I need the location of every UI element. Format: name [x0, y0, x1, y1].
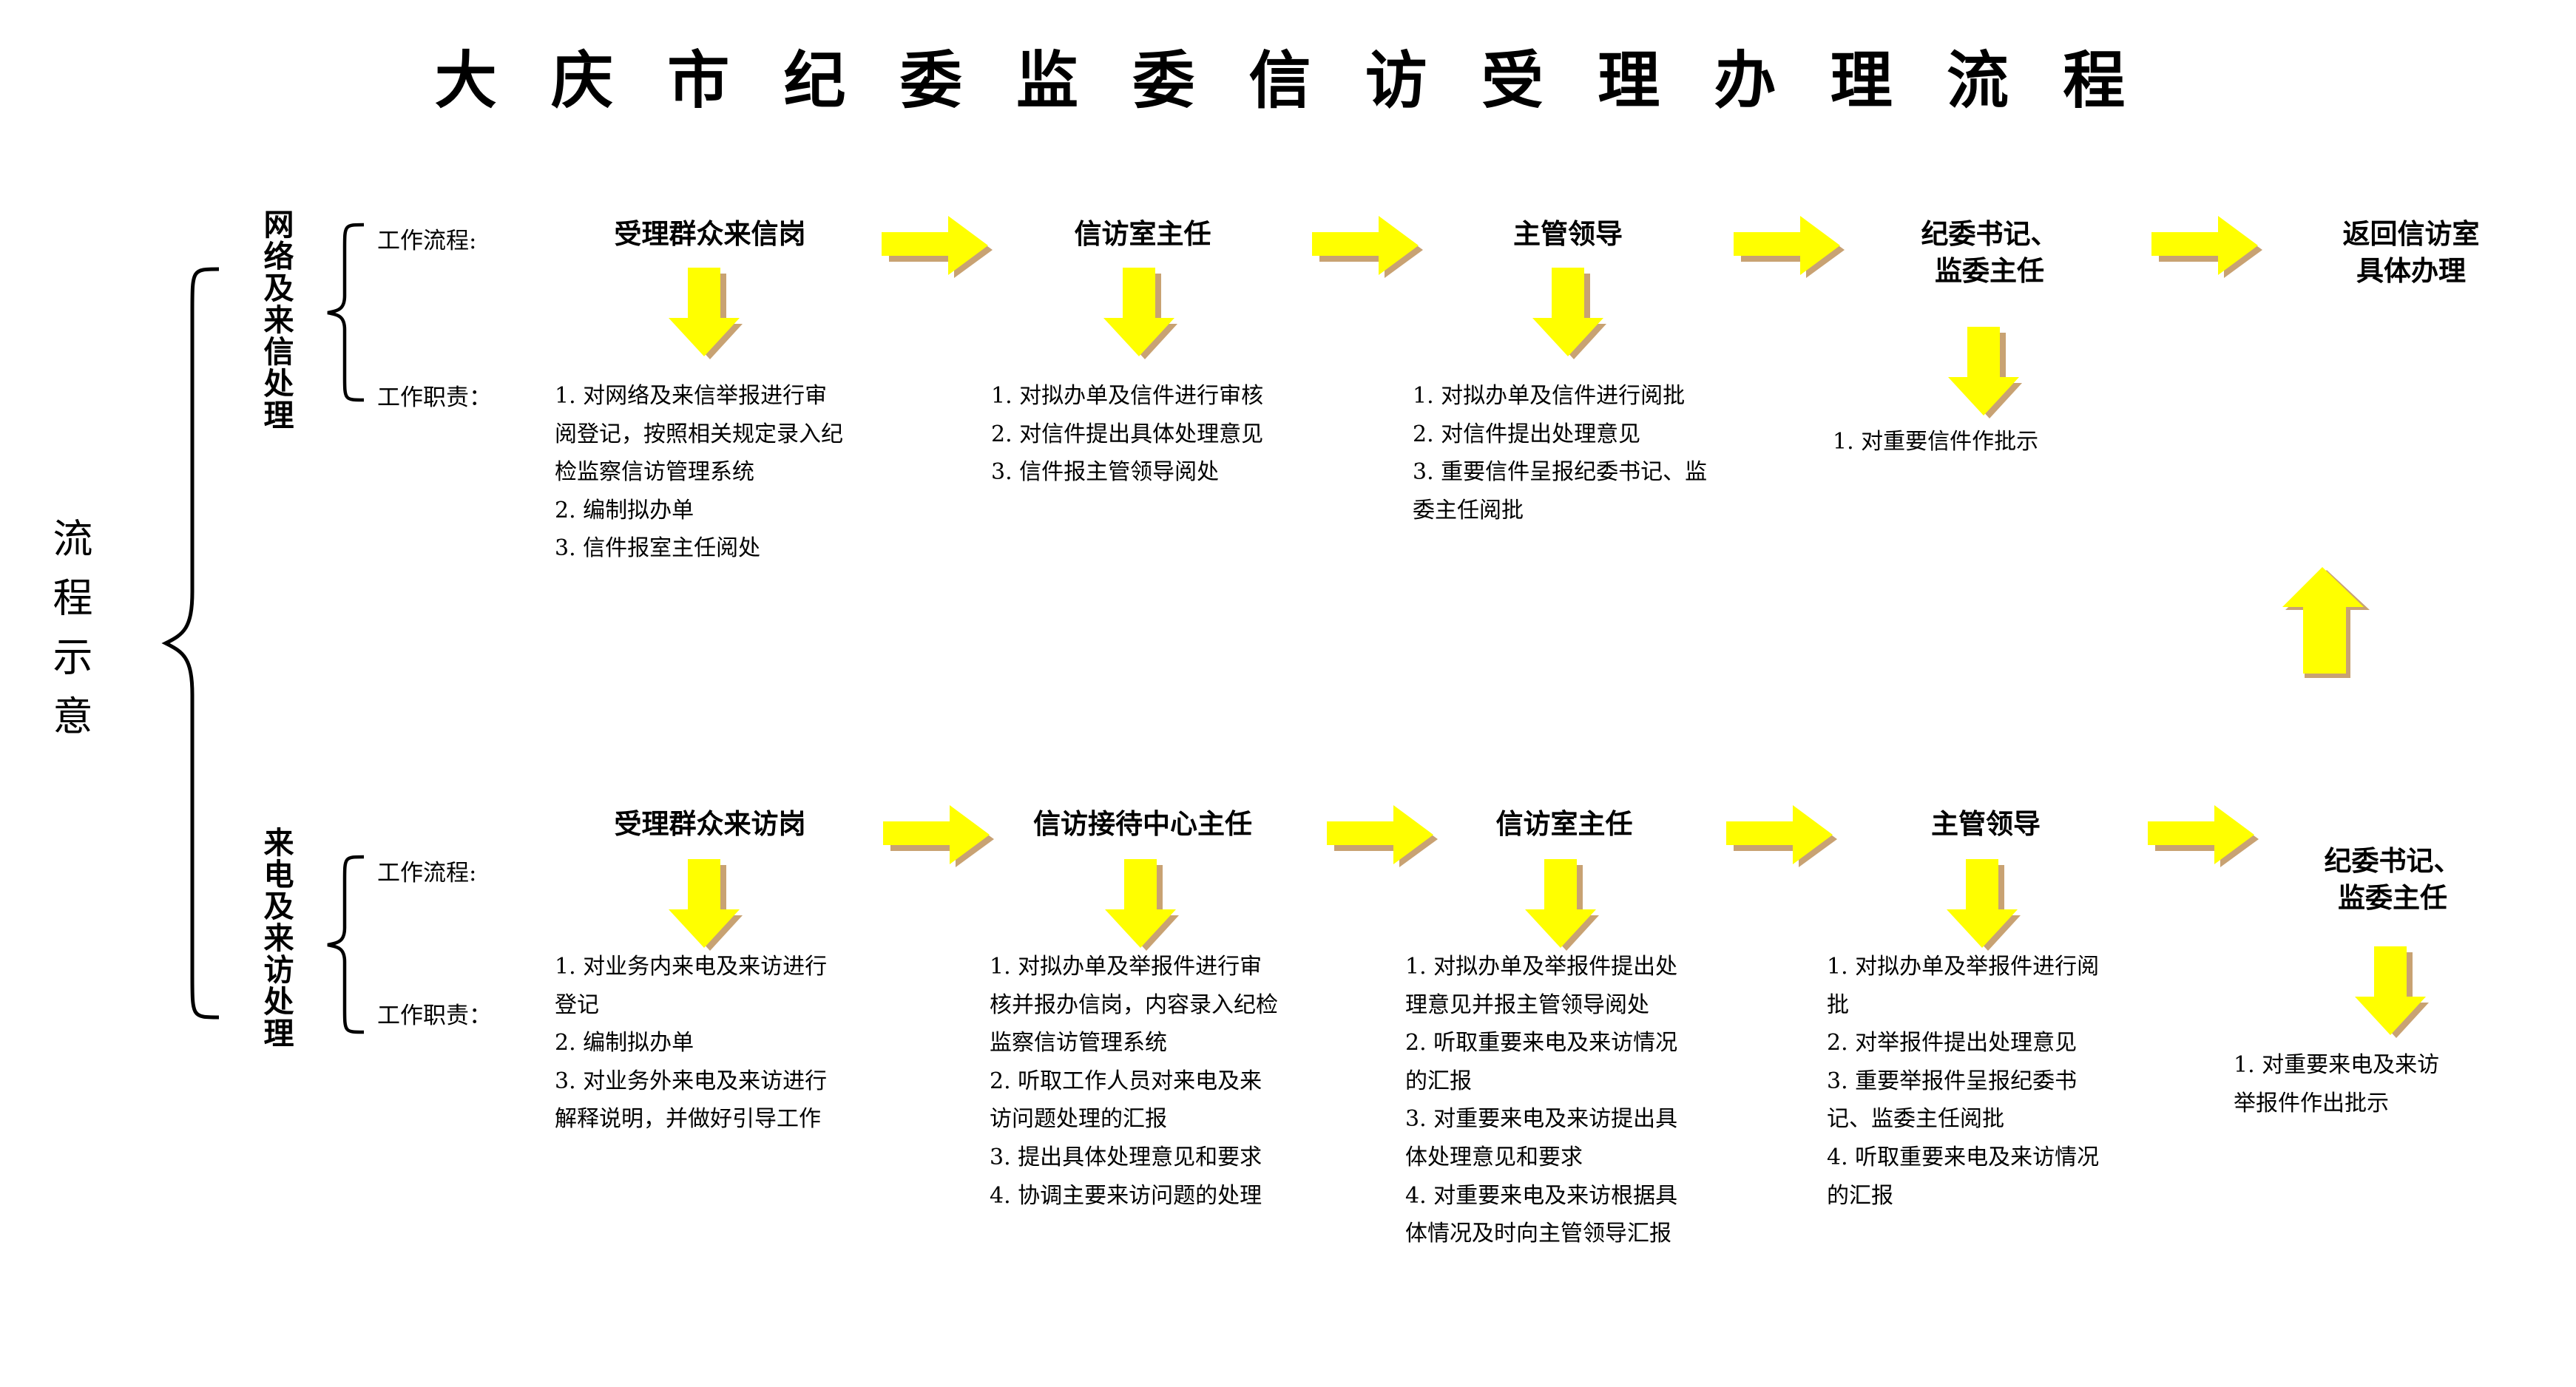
- arrow-down-icon: [1945, 325, 2034, 421]
- arrow-down-icon: [2352, 945, 2441, 1041]
- overall-axis-label: 流程示意: [46, 518, 92, 754]
- arrow-down-icon: [1101, 266, 1189, 362]
- stage-title-r1c3: 主管领导: [1931, 808, 2041, 840]
- stage-title-r1c1: 信访接待中心主任: [1033, 808, 1252, 840]
- outer-brace: [161, 266, 228, 1020]
- duty-text-r1c2: 1. 对拟办单及举报件提出处 理意见并报主管领导阅处 2. 听取重要来电及来访情…: [1405, 954, 1678, 1247]
- arrow-right-icon: [879, 213, 997, 279]
- stage-title-r1c0: 受理群众来访岗: [614, 808, 806, 840]
- arrow-down-icon: [666, 858, 754, 954]
- group-brace-1: [324, 854, 370, 1035]
- group-label-1: 来电及来访处理: [258, 827, 294, 1049]
- page-title: 大 庆 市 纪 委 监 委 信 访 受 理 办 理 流 程: [434, 44, 2142, 117]
- stage-title-r1c2: 信访室主任: [1495, 808, 1633, 840]
- duty-text-r1c0: 1. 对业务内来电及来访进行 登记 2. 编制拟办单 3. 对业务外来电及来访进…: [555, 954, 828, 1133]
- arrow-down-icon: [1102, 858, 1191, 954]
- arrow-down-icon: [1522, 858, 1611, 954]
- stage-title-r0c1: 信访室主任: [1074, 218, 1211, 250]
- duty-text-r0c3: 1. 对重要信件作批示: [1833, 429, 2039, 455]
- arrow-down-icon: [1529, 266, 1618, 362]
- arrow-up-icon: [2279, 566, 2376, 684]
- arrow-down-icon: [666, 266, 754, 362]
- arrow-right-icon: [1324, 802, 1442, 869]
- duties-label-row-0: 工作职责：: [377, 384, 492, 411]
- stage-title-r0c3: 纪委书记、 监委主任: [1921, 218, 2058, 287]
- duty-text-r1c3: 1. 对拟办单及举报件进行阅 批 2. 对举报件提出处理意见 3. 重要举报件呈…: [1827, 954, 2100, 1209]
- arrow-right-icon: [2145, 802, 2263, 869]
- arrow-right-icon: [1731, 213, 1849, 279]
- arrow-right-icon: [880, 802, 998, 869]
- workflow-label-row-0: 工作流程:: [377, 228, 477, 254]
- duty-text-r1c1: 1. 对拟办单及举报件进行审 核并报办信岗，内容录入纪检 监察信访管理系统 2.…: [990, 954, 1278, 1209]
- arrow-right-icon: [1309, 213, 1427, 279]
- arrow-right-icon: [2149, 213, 2267, 279]
- duty-text-r0c1: 1. 对拟办单及信件进行审核 2. 对信件提出具体处理意见 3. 信件报主管领导…: [991, 383, 1264, 486]
- duty-text-r1c4: 1. 对重要来电及来访 举报件作出批示: [2234, 1052, 2440, 1116]
- stage-title-r1c4: 纪委书记、 监委主任: [2324, 845, 2461, 914]
- duty-text-r0c2: 1. 对拟办单及信件进行阅批 2. 对信件提出处理意见 3. 重要信件呈报纪委书…: [1413, 383, 1708, 523]
- stage-title-r0c4: 返回信访室 具体办理: [2342, 218, 2480, 287]
- group-brace-0: [324, 222, 370, 403]
- arrow-down-icon: [1944, 858, 2032, 954]
- stage-title-r0c0: 受理群众来信岗: [614, 218, 806, 250]
- group-label-0: 网络及来信处理: [258, 208, 294, 431]
- stage-title-r0c2: 主管领导: [1513, 218, 1623, 250]
- duties-label-row-1: 工作职责：: [377, 1003, 492, 1029]
- arrow-right-icon: [1723, 802, 1842, 869]
- workflow-label-row-1: 工作流程:: [377, 860, 477, 886]
- duty-text-r0c0: 1. 对网络及来信举报进行审 阅登记，按照相关规定录入纪 检监察信访管理系统 2…: [555, 383, 843, 562]
